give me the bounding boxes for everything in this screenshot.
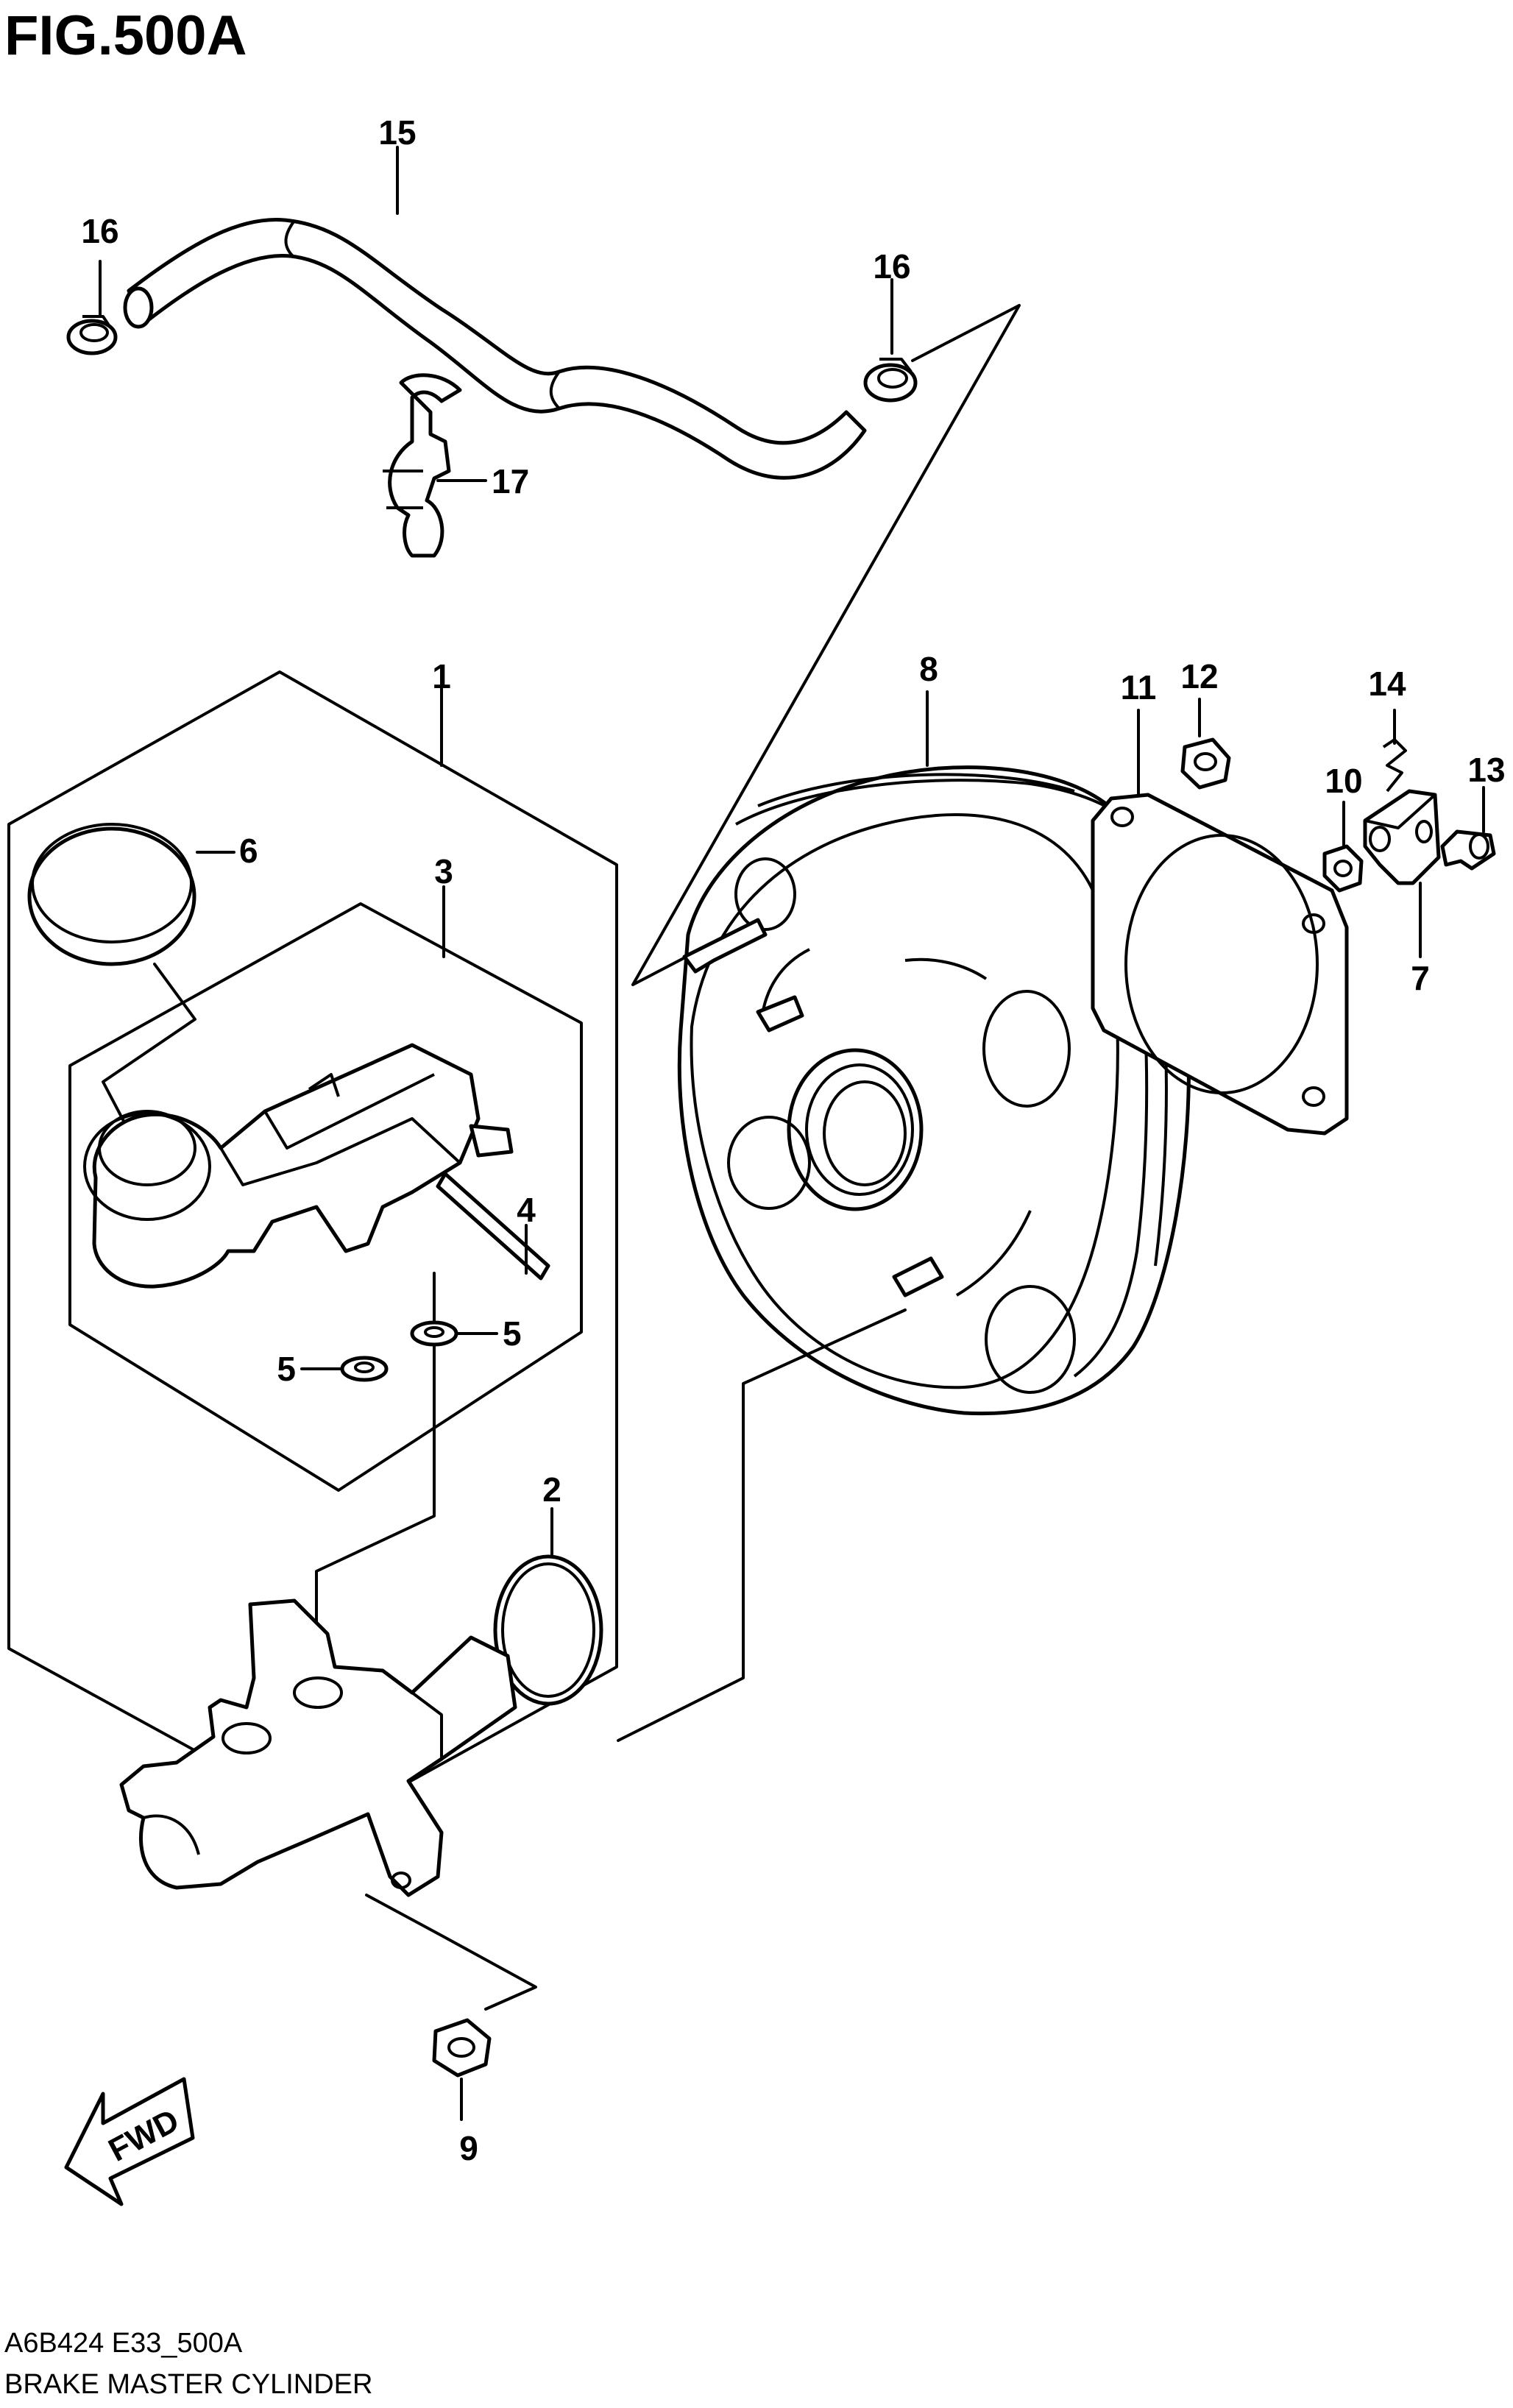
grommet-lower	[340, 1356, 389, 1382]
hose-holder-clip	[383, 373, 462, 558]
o-ring	[493, 1554, 603, 1706]
master-cylinder-assembly-frame	[7, 670, 618, 1827]
vacuum-hose	[123, 218, 867, 480]
reservoir-pin	[436, 1172, 550, 1281]
figure-title: FIG.500A	[4, 4, 247, 67]
callout-4: 4	[517, 1191, 536, 1229]
booster-nut	[1180, 737, 1231, 790]
callout-1: 1	[432, 657, 451, 695]
callout-5-right: 5	[503, 1314, 522, 1353]
clevis-pin	[1440, 829, 1496, 871]
reservoir-cap	[27, 823, 196, 966]
callout-9: 9	[459, 2129, 478, 2167]
clevis-lock-nut	[1322, 844, 1364, 893]
brake-fluid-reservoir	[83, 1043, 514, 1289]
master-cylinder-body	[119, 1598, 517, 1897]
callout-16-right: 16	[873, 247, 910, 286]
forward-direction-arrow: FWD	[64, 2077, 195, 2206]
flange-nut	[432, 2018, 492, 2078]
callout-12: 12	[1180, 657, 1218, 695]
booster-gasket	[1091, 793, 1349, 1136]
clevis	[1363, 789, 1441, 885]
callout-11: 11	[1121, 668, 1157, 707]
hose-clamp-right	[863, 358, 918, 403]
callout-13: 13	[1467, 751, 1505, 789]
callout-3: 3	[434, 852, 453, 890]
callout-10: 10	[1325, 762, 1362, 800]
callout-15: 15	[378, 113, 416, 152]
callout-16-left: 16	[81, 212, 118, 250]
callout-17: 17	[492, 462, 529, 500]
spring-clip	[1382, 738, 1407, 793]
callout-6: 6	[239, 832, 258, 870]
callout-5-left: 5	[277, 1350, 296, 1388]
drawing-code: A6B424 E33_500A	[4, 2328, 243, 2359]
callout-7: 7	[1411, 959, 1430, 997]
callout-2: 2	[542, 1470, 561, 1509]
hose-clamp-left	[66, 315, 118, 355]
callout-14: 14	[1368, 665, 1406, 703]
reservoir-assembly-frame	[68, 902, 583, 1492]
drawing-caption: BRAKE MASTER CYLINDER	[4, 2369, 372, 2400]
callout-8: 8	[919, 650, 938, 688]
grommet-upper	[410, 1320, 458, 1347]
